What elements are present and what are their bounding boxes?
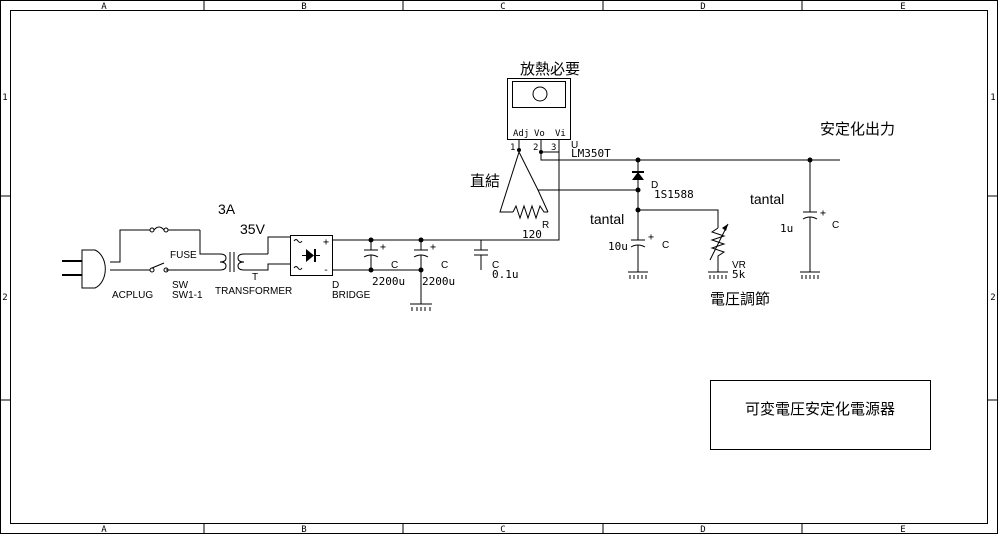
regulator-pin-2: 2 [533,143,538,153]
frame-col-a-bottom: A [101,525,107,534]
regulator-symbol [507,78,571,154]
capacitor-c5-plus: + [820,208,826,219]
bridge-ref-label: D [332,280,339,291]
switch-part-label: SW1-1 [172,290,203,301]
frame-row-2-left: 2 [2,293,7,303]
capacitor-c5-value: 1u [780,222,793,235]
capacitor-c4-ref: C [662,240,669,251]
frame-row-2-right: 2 [990,293,995,303]
regulator-pin-vo: Vo [534,129,545,139]
vr-ref-label: VR [732,260,746,271]
acplug-label: ACPLUG [112,290,153,301]
direct-connection-label: 直結 [470,172,500,190]
bridge-plus-label: + [323,237,329,248]
regulator-pin-1: 1 [510,143,515,153]
regulator-pin-adj: Adj [513,129,529,139]
transformer-3a-label: 3A [218,201,236,217]
transformer-part-label: TRANSFORMER [215,286,292,297]
transformer-ref-label: T [252,272,258,283]
frame-col-e-bottom: E [900,525,905,534]
capacitor-c4-plus: + [648,232,654,243]
adj-network [499,150,641,213]
frame-col-a-top: A [101,2,107,12]
output-label: 安定化出力 [820,120,895,138]
capacitor-c5-symbol [800,160,820,279]
diode-ref-label: D [651,180,658,191]
capacitor-c5-ref: C [832,220,839,231]
bridge-minus-label: - [323,265,329,276]
switch-symbol [149,262,169,273]
resistor-ref-label: R [542,220,549,231]
frame-col-d-top: D [700,2,705,12]
regulator-part-label: LM350T [571,147,611,160]
capacitor-c3-symbol [474,240,488,270]
regulator-ref-label: U [571,140,578,151]
variable-resistor-symbol [638,209,729,279]
frame-row-1-right: 1 [990,93,995,103]
capacitor-c2-value: 2200u [422,275,455,288]
capacitor-c3-ref: C [492,260,499,271]
capacitor-c2-ref: C [441,260,448,271]
regulator-pin-vi: Vi [555,129,566,139]
frame-col-b-bottom: B [301,525,306,534]
bridge-part-label: BRIDGE [332,290,371,301]
switch-ref-label: SW [172,280,189,291]
ac-plug-symbol [62,249,106,289]
fuse-symbol [149,226,169,233]
capacitor-c3-value: 0.1u [492,268,519,281]
frame-col-c-bottom: C [500,525,505,534]
bridge-rectifier-symbol [290,235,333,276]
frame-col-d-bottom: D [700,525,705,534]
title-block [710,380,931,450]
diode-part-label: 1S1588 [654,188,694,201]
dc-rails [332,151,560,311]
frame-col-b-top: B [301,2,306,12]
resistor-r-symbol [512,204,548,220]
frame-col-e-top: E [900,2,905,12]
capacitor-c2-plus: + [430,242,436,253]
regulator-pin-3: 3 [551,143,556,153]
capacitor-c4-value: 10u [608,240,628,253]
voltage-adjust-label: 電圧調節 [710,290,770,308]
capacitor-c2-symbol [413,237,429,273]
transformer-35v-label: 35V [240,221,266,237]
vr-value-label: 5k [732,268,746,281]
resistor-value-label: 120 [522,228,542,241]
capacitor-c5-note: tantal [750,191,784,207]
frame-row-1-left: 1 [2,93,7,103]
input-wires [110,229,220,271]
capacitor-c1-symbol [363,237,379,273]
title-block-text: 可変電圧安定化電源器 [745,400,895,418]
diode-d-symbol [632,160,644,213]
capacitor-c1-plus: + [380,242,386,253]
capacitor-c1-value: 2200u [372,275,405,288]
capacitor-c4-note: tantal [590,211,624,227]
fuse-label: FUSE [170,250,197,261]
capacitor-c1-ref: C [391,260,398,271]
transformer-symbol [219,236,290,272]
heatsink-label: 放熱必要 [520,60,580,78]
frame-col-c-top: C [500,2,505,12]
capacitor-c4-symbol [628,210,648,279]
